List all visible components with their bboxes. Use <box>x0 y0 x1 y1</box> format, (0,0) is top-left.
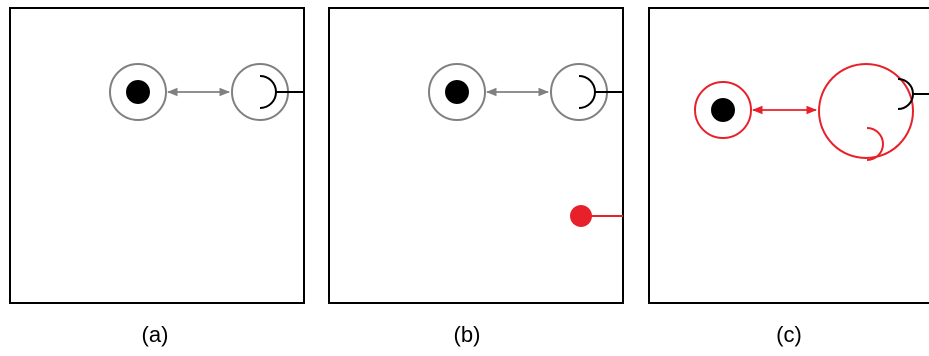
panel-a-source-dot-icon <box>126 80 150 104</box>
panel-c-label: (c) <box>776 322 802 347</box>
panel-a-receiver-arc-icon <box>259 75 277 109</box>
panel-a-frame <box>9 7 305 304</box>
panel-b <box>328 7 624 304</box>
panel-c-source-ring <box>694 81 752 139</box>
panel-a-source-node <box>109 63 167 121</box>
panel-c-receiver-node <box>818 63 929 161</box>
panel-b-label: (b) <box>453 322 481 347</box>
panel-a-source-ring <box>109 63 167 121</box>
panel-c-receiver-ring <box>818 63 914 159</box>
panel-c-source-node <box>694 81 752 139</box>
panel-b-receiver-arc-icon <box>578 75 596 109</box>
panel-a <box>9 7 305 304</box>
panel-a-label: (a) <box>141 322 169 347</box>
panel-a-receiver-node <box>231 63 304 121</box>
panel-b-red-dot-icon <box>570 205 592 227</box>
panel-c <box>648 7 929 304</box>
panel-b-source-node <box>428 63 486 121</box>
panel-c-receiver-arc-icon <box>897 78 914 110</box>
panel-c-red-arc-icon <box>866 127 884 161</box>
panel-b-frame <box>328 7 624 304</box>
panel-b-red-node <box>570 205 623 227</box>
panel-b-source-ring <box>428 63 486 121</box>
panel-b-source-dot-icon <box>445 80 469 104</box>
panel-c-source-dot-icon <box>711 98 735 122</box>
panel-c-frame <box>648 7 929 304</box>
panel-b-receiver-node <box>550 63 623 121</box>
